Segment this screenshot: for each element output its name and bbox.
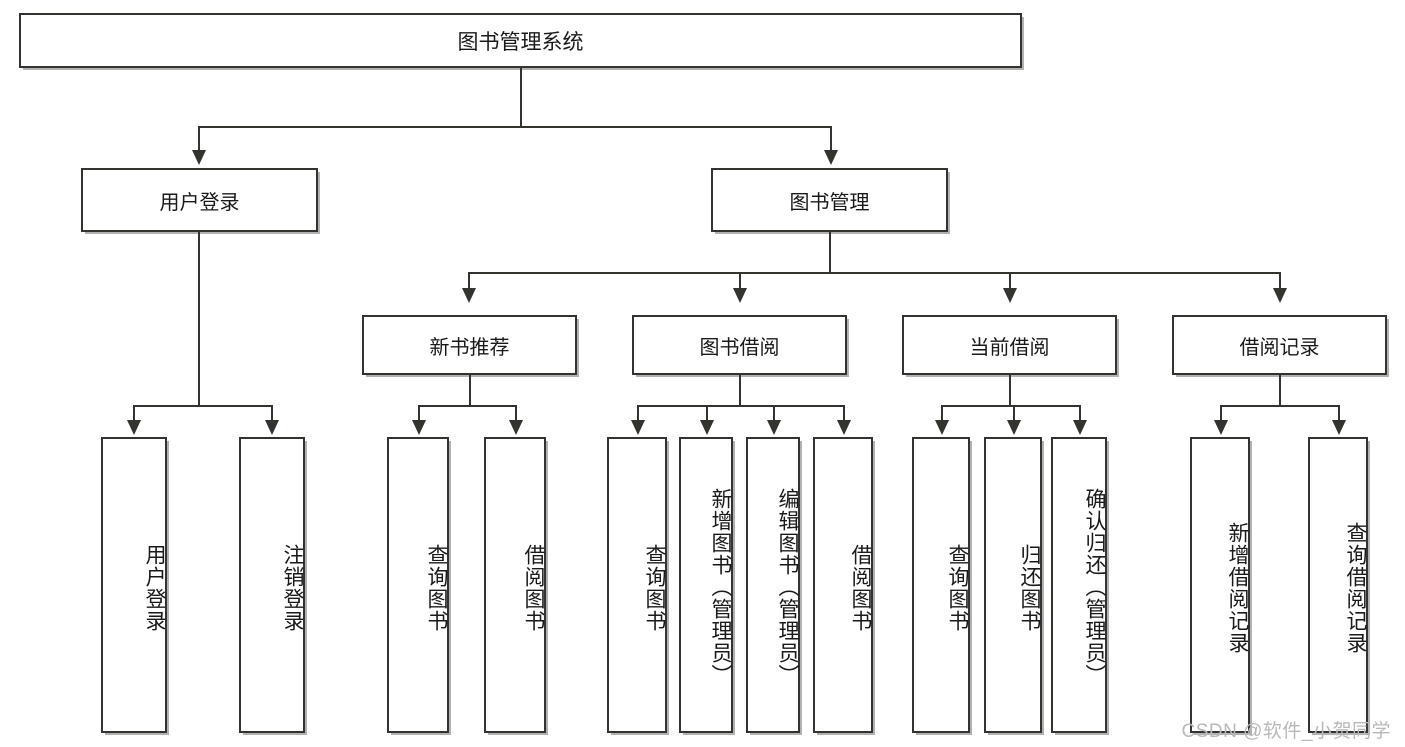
connector-user-login-bus xyxy=(133,405,272,407)
connector-user-login-to-leaf-0 xyxy=(133,405,135,422)
arrow-user-login-to-leaf-0 xyxy=(127,420,141,435)
connector-nb-to-leaf-0 xyxy=(418,405,420,422)
node-new-book-recommendation[interactable]: 新书推荐 xyxy=(362,315,577,375)
arrow-bb-to-leaf-2 xyxy=(767,420,781,435)
connector-new-book-stem xyxy=(469,375,471,407)
node-user-login[interactable]: 用户登录 xyxy=(81,168,318,232)
arrow-bb-to-leaf-3 xyxy=(837,420,851,435)
connector-current-borrow-stem xyxy=(1009,375,1011,407)
node-leaf-borrow-books[interactable]: 借阅图书 xyxy=(813,437,873,733)
arrow-bm-to-borrow-record xyxy=(1273,288,1287,303)
connector-current-borrow-bus xyxy=(941,405,1079,407)
node-leaf-logout[interactable]: 注销登录 xyxy=(239,437,305,733)
node-leaf-borrow-books-new[interactable]: 借阅图书 xyxy=(484,437,546,733)
connector-user-login-to-leaf-1 xyxy=(271,405,273,422)
connector-br-to-leaf-1 xyxy=(1338,405,1340,422)
arrow-bb-to-leaf-1 xyxy=(700,420,714,435)
node-leaf-user-login[interactable]: 用户登录 xyxy=(101,437,167,733)
connector-br-to-leaf-0 xyxy=(1220,405,1222,422)
connector-root-to-book-management xyxy=(830,126,832,152)
connector-book-borrow-bus xyxy=(637,405,844,407)
node-book-borrowing[interactable]: 图书借阅 xyxy=(632,315,847,375)
connector-book-management-bus xyxy=(468,272,1280,274)
node-book-management[interactable]: 图书管理 xyxy=(711,168,948,232)
arrow-nb-to-leaf-0 xyxy=(412,420,426,435)
arrow-root-to-book-management xyxy=(824,150,838,165)
arrow-bm-to-current-borrow xyxy=(1003,288,1017,303)
connector-borrow-record-bus xyxy=(1220,405,1339,407)
connector-bm-to-book-borrow xyxy=(739,272,741,290)
node-current-borrowing[interactable]: 当前借阅 xyxy=(902,315,1117,375)
node-leaf-confirm-return-admin[interactable]: 确认归还（管理员） xyxy=(1051,437,1107,733)
node-leaf-return-books[interactable]: 归还图书 xyxy=(984,437,1042,733)
arrow-cb-to-leaf-2 xyxy=(1073,420,1087,435)
connector-nb-to-leaf-1 xyxy=(515,405,517,422)
connector-bb-to-leaf-2 xyxy=(773,405,775,422)
node-leaf-query-books-current[interactable]: 查询图书 xyxy=(912,437,970,733)
arrow-user-login-to-leaf-1 xyxy=(265,420,279,435)
connector-borrow-record-stem xyxy=(1279,375,1281,407)
connector-bm-to-new-book xyxy=(468,272,470,290)
node-leaf-add-borrow-record[interactable]: 新增借阅记录 xyxy=(1190,437,1250,733)
arrow-bm-to-book-borrow xyxy=(733,288,747,303)
node-leaf-query-borrow-record[interactable]: 查询借阅记录 xyxy=(1308,437,1368,733)
node-leaf-query-books-new[interactable]: 查询图书 xyxy=(387,437,449,733)
arrow-br-to-leaf-1 xyxy=(1332,420,1346,435)
connector-book-borrow-stem xyxy=(739,375,741,407)
arrow-root-to-user-login xyxy=(192,150,206,165)
connector-bm-to-current-borrow xyxy=(1009,272,1011,290)
connector-bm-to-borrow-record xyxy=(1279,272,1281,290)
arrow-br-to-leaf-0 xyxy=(1214,420,1228,435)
connector-book-management-stem xyxy=(829,232,831,274)
arrow-nb-to-leaf-1 xyxy=(509,420,523,435)
arrow-bm-to-new-book xyxy=(462,288,476,303)
node-borrowing-record[interactable]: 借阅记录 xyxy=(1172,315,1387,375)
connector-root-stem xyxy=(520,68,522,128)
arrow-cb-to-leaf-0 xyxy=(935,420,949,435)
connector-cb-to-leaf-1 xyxy=(1013,405,1015,422)
node-leaf-add-book-admin[interactable]: 新增图书（管理员） xyxy=(679,437,733,733)
connector-root-to-user-login xyxy=(198,126,200,152)
node-leaf-edit-book-admin[interactable]: 编辑图书（管理员） xyxy=(746,437,800,733)
connector-new-book-bus xyxy=(418,405,517,407)
connector-root-bus xyxy=(198,126,832,128)
connector-cb-to-leaf-2 xyxy=(1079,405,1081,422)
connector-bb-to-leaf-3 xyxy=(843,405,845,422)
connector-cb-to-leaf-0 xyxy=(941,405,943,422)
arrow-bb-to-leaf-0 xyxy=(631,420,645,435)
connector-user-login-stem xyxy=(198,232,200,407)
node-book-management-system[interactable]: 图书管理系统 xyxy=(19,13,1022,68)
arrow-cb-to-leaf-1 xyxy=(1007,420,1021,435)
connector-bb-to-leaf-0 xyxy=(637,405,639,422)
node-leaf-query-books-borrow[interactable]: 查询图书 xyxy=(607,437,667,733)
connector-bb-to-leaf-1 xyxy=(706,405,708,422)
